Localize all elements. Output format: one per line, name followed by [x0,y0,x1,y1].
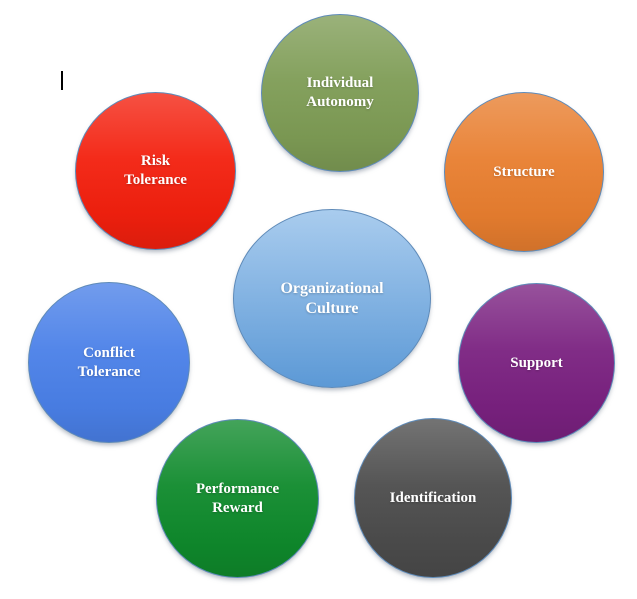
circle-label: Risk [140,153,171,169]
circle-conflict-tolerance[interactable]: Conflict Tolerance [28,282,190,443]
circle-structure[interactable]: Structure [444,92,604,252]
circle-label: Autonomy [306,94,374,110]
text-cursor [61,71,63,90]
circle-label: Culture [305,299,359,317]
circle-label: Support [510,354,563,371]
circle-individual-autonomy[interactable]: Individual Autonomy [261,14,419,172]
circle-support[interactable]: Support [458,283,615,443]
circle-label: Reward [212,499,263,516]
circle-label: Individual [306,75,374,91]
circle-performance-reward[interactable]: Performance Reward [156,419,319,578]
circle-label: Structure [493,163,555,180]
circle-label: Tolerance [77,363,141,380]
circle-label: Tolerance [124,172,187,188]
circle-identification[interactable]: Identification [354,418,512,578]
center-circle-organizational-culture[interactable]: Organizational Culture [233,209,431,388]
circle-label: Organizational [280,279,384,297]
circle-label: Conflict [83,344,135,361]
circle-risk-tolerance[interactable]: Risk Tolerance [75,92,236,250]
circle-label: Performance [195,480,280,497]
circle-label: Identification [389,489,477,506]
